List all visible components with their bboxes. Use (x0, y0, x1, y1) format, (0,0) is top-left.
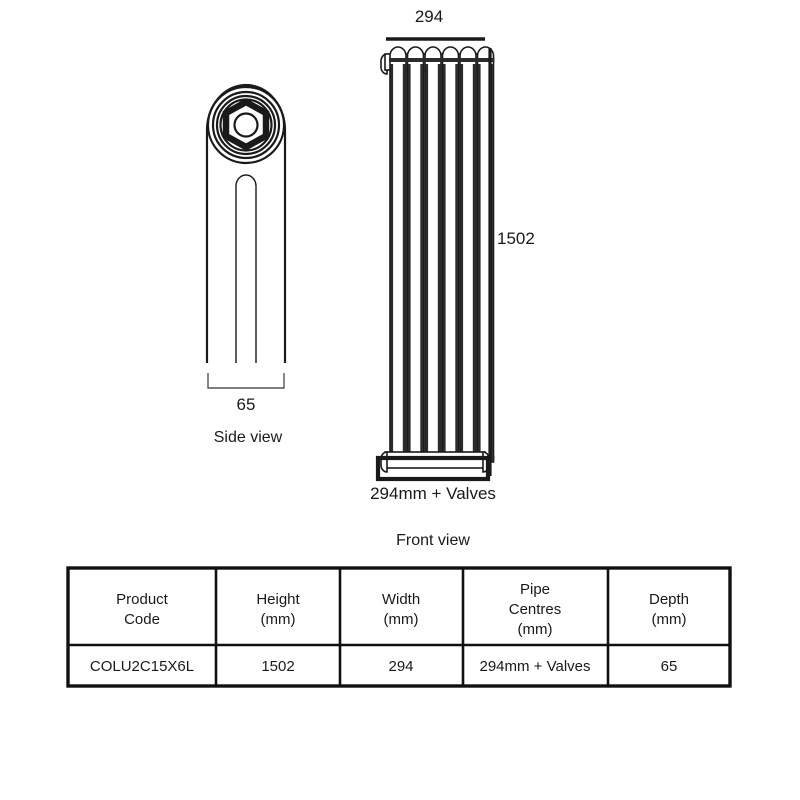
column-shade-left (425, 64, 429, 462)
column-collar (389, 58, 407, 62)
front-view-bottom-header (380, 451, 495, 473)
spec-table: Product Code Height (mm) Width (mm) Pipe… (66, 566, 732, 688)
column-shade-left (443, 64, 446, 462)
header-line: Width (382, 591, 420, 608)
header-line: Code (124, 611, 160, 628)
width-dimension-group: 294 (386, 7, 485, 41)
header-line: (mm) (261, 611, 296, 628)
header-line: Depth (649, 591, 689, 608)
spec-table-header-cell-width: Width (mm) (382, 591, 420, 628)
column-shade-left (460, 64, 464, 462)
hex-nut-icon (222, 98, 270, 151)
spec-table-header-cell-height: Height (mm) (256, 591, 300, 628)
spec-table-header-row: Product Code Height (mm) Width (mm) Pipe… (116, 581, 689, 638)
side-view-center-slot (235, 174, 257, 363)
header-line: (mm) (384, 611, 419, 628)
radiator-column (389, 46, 407, 463)
cell-width: 294 (388, 658, 413, 675)
radiator-column (441, 46, 460, 463)
column-shade-right (455, 64, 458, 462)
column-collar (459, 58, 477, 62)
front-view-columns (389, 46, 495, 463)
spec-table-border (66, 566, 732, 688)
radiator-column (424, 46, 442, 463)
depth-dimension-label: 65 (237, 395, 256, 414)
height-dimension-group: 1502 (488, 48, 535, 476)
header-line: (mm) (518, 621, 553, 638)
column-body (406, 46, 425, 463)
pipe-centres-dimension-label: 294mm + Valves (370, 484, 496, 503)
depth-dimension-bracket: 65 (207, 373, 285, 414)
side-view-ring-outer-1 (206, 85, 286, 165)
column-collar (406, 58, 425, 62)
header-line: (mm) (652, 611, 687, 628)
cell-depth: 65 (661, 658, 678, 675)
cell-pipe-centres: 294mm + Valves (479, 658, 590, 675)
header-line: Height (256, 591, 300, 608)
column-body (389, 46, 407, 463)
cell-height: 1502 (261, 658, 294, 675)
side-view-slot-outline (235, 174, 257, 363)
front-view-caption: Front view (396, 532, 470, 549)
side-view-ring-outer-3 (215, 94, 277, 156)
side-view-body (205, 83, 287, 363)
column-shade-left (408, 64, 411, 462)
side-view-valve-detail (206, 85, 286, 165)
spec-table-header-cell-product-code: Product Code (116, 591, 169, 628)
column-shade-right (420, 64, 423, 462)
side-view-group: 65 Side view (205, 83, 287, 446)
spec-table-row: COLU2C15X6L 1502 294 294mm + Valves 65 (90, 658, 677, 675)
column-shade-left (390, 64, 394, 462)
front-view-group: 294 (370, 7, 535, 549)
column-collar (424, 58, 442, 62)
base-bracket-outline (375, 455, 491, 482)
side-view-caption: Side view (214, 429, 283, 446)
column-shade-left (478, 64, 481, 462)
column-body (424, 46, 442, 463)
column-collar (441, 58, 460, 62)
width-dimension-label: 294 (415, 7, 443, 26)
header-line: Product (116, 591, 169, 608)
column-body (459, 46, 477, 463)
header-line: Centres (509, 601, 562, 618)
spec-table-header-cell-pipe-centres: Pipe Centres (mm) (509, 581, 562, 638)
column-shade-right (472, 64, 476, 462)
column-shade-right (437, 64, 441, 462)
side-view-inner-bore (233, 112, 259, 138)
header-line: Pipe (520, 581, 550, 598)
radiator-column (476, 46, 495, 463)
side-view-ring-outer-2 (211, 90, 281, 160)
bottom-left-end-cap (380, 451, 388, 473)
radiator-column (459, 46, 477, 463)
radiator-column (406, 46, 425, 463)
column-shade-right (402, 64, 406, 462)
depth-bracket-line (207, 373, 285, 389)
cell-product-code: COLU2C15X6L (90, 658, 194, 675)
column-body (441, 46, 460, 463)
column-collar (476, 58, 495, 62)
spec-table-header-cell-depth: Depth (mm) (649, 591, 689, 628)
height-dimension-label: 1502 (497, 229, 535, 248)
